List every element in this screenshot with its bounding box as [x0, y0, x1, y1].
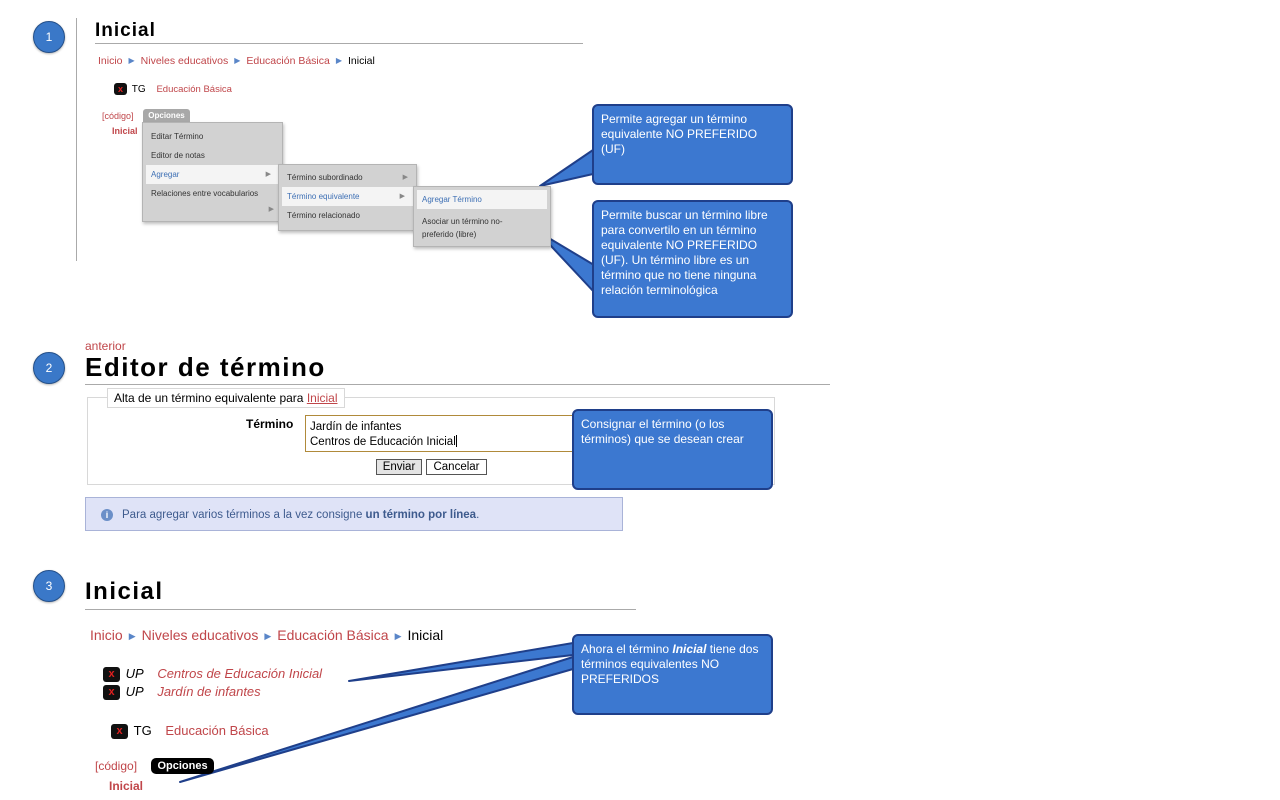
up-row-1: x UP Centros de Educación Inicial — [103, 666, 323, 683]
fieldset-legend: Alta de un término equivalente para Inic… — [107, 388, 345, 408]
step-badge-2: 2 — [33, 352, 65, 384]
tg-label: TG — [133, 723, 152, 738]
termino-field-label: Término — [246, 417, 294, 431]
breadcrumb-inicio[interactable]: Inicio — [90, 627, 123, 643]
breadcrumb-separator: ▶ — [234, 56, 241, 65]
panel1-left-rule — [76, 18, 77, 261]
codigo-link[interactable]: [código] — [102, 111, 134, 121]
panel2-page-title: Editor de término — [85, 352, 326, 382]
chevron-right-icon: ▶ — [402, 174, 408, 181]
chevron-right-icon: ▶ — [265, 171, 271, 178]
info-message: Para agregar varios términos a la vez co… — [122, 509, 480, 521]
panel3-breadcrumb: Inicio ▶ Niveles educativos ▶ Educación Bási… — [90, 627, 443, 643]
agregar-submenu: Término subordinado▶ Término equivalente… — [278, 164, 417, 231]
panel2-title-rule — [85, 384, 830, 385]
breadcrumb-current: Inicial — [407, 627, 444, 643]
menu-item-relaciones-vocabularios[interactable]: Relaciones entre vocabularios — [151, 189, 259, 198]
up-label: UP — [125, 666, 144, 681]
delete-relation-icon[interactable]: x — [103, 667, 120, 683]
up-row-2: x UP Jardín de infantes — [103, 684, 261, 701]
tg-link[interactable]: Educación Básica — [156, 83, 232, 95]
callout-resultado: Ahora el término Inicial tiene dos térmi… — [572, 634, 773, 715]
breadcrumb-educacion-basica[interactable]: Educación Básica — [246, 55, 330, 67]
step-badge-1: 1 — [33, 21, 65, 53]
menu-item-editor-notas[interactable]: Editor de notas — [151, 151, 205, 160]
delete-relation-icon[interactable]: x — [114, 83, 127, 95]
menu-item-termino-relacionado[interactable]: Término relacionado — [287, 211, 360, 220]
breadcrumb-niveles[interactable]: Niveles educativos — [141, 627, 259, 643]
term-label: Inicial — [112, 126, 138, 136]
opciones-button[interactable]: Opciones — [143, 109, 190, 122]
tg-link[interactable]: Educación Básica — [165, 723, 269, 738]
up-term-link-2[interactable]: Jardín de infantes — [157, 684, 261, 699]
delete-relation-icon[interactable]: x — [103, 685, 120, 701]
tg-label: TG — [131, 83, 146, 95]
opciones-button[interactable]: Opciones — [151, 758, 214, 774]
equivalent-form-fieldset — [87, 397, 775, 485]
codigo-link[interactable]: [código] — [95, 759, 138, 773]
breadcrumb-separator: ▶ — [335, 56, 342, 65]
panel1-breadcrumb: Inicio ▶ Niveles educativos ▶ Educación Bási… — [98, 55, 375, 67]
step-badge-3: 3 — [33, 570, 65, 602]
delete-relation-icon[interactable]: x — [111, 724, 128, 740]
callout-agregar-termino: Permite agregar un término equivalente N… — [592, 104, 793, 185]
submit-button[interactable]: Enviar — [376, 459, 422, 475]
menu-item-termino-equivalente[interactable]: Término equivalente▶ — [282, 187, 413, 206]
breadcrumb-inicio[interactable]: Inicio — [98, 55, 123, 67]
panel1-page-title: Inicial — [95, 20, 156, 41]
menu-item-agregar[interactable]: Agregar▶ — [146, 165, 279, 184]
back-link[interactable]: anterior — [85, 339, 126, 353]
legend-term-link[interactable]: Inicial — [306, 391, 338, 405]
breadcrumb-separator: ▶ — [128, 56, 135, 65]
menu-item-more[interactable]: ▶ — [143, 203, 282, 217]
breadcrumb-current: Inicial — [348, 55, 375, 67]
panel3-tg-row: x TG Educación Básica — [111, 723, 269, 740]
panel1-title-rule — [95, 43, 583, 44]
menu-item-asociar-termino[interactable]: Asociar un término no- — [422, 217, 503, 226]
termino-textarea[interactable]: Jardín de infantes Centros de Educación … — [305, 415, 574, 452]
menu-item-termino-subordinado[interactable]: Término subordinado▶ — [279, 168, 416, 187]
callout-asociar-termino: Permite buscar un término libre para con… — [592, 200, 793, 318]
chevron-right-icon: ▶ — [399, 193, 405, 200]
textarea-second-line: Centros de Educación Inicial — [310, 435, 457, 448]
up-term-link-1[interactable]: Centros de Educación Inicial — [157, 666, 323, 681]
menu-item-asociar-termino-cont[interactable]: preferido (libre) — [422, 230, 477, 239]
up-label: UP — [125, 684, 144, 699]
breadcrumb-niveles[interactable]: Niveles educativos — [140, 55, 229, 67]
equivalente-submenu: Agregar Término Asociar un término no- p… — [413, 186, 551, 247]
info-message-box: i Para agregar varios términos a la vez … — [85, 497, 623, 531]
panel3-title-rule — [85, 609, 636, 610]
breadcrumb-separator: ▶ — [264, 631, 272, 641]
term-label: Inicial — [109, 779, 144, 793]
breadcrumb-separator: ▶ — [128, 631, 136, 641]
text-caret — [455, 435, 457, 447]
menu-item-agregar-termino[interactable]: Agregar Término — [417, 190, 547, 209]
panel1-tg-row: x TG Educación Básica — [114, 83, 232, 95]
menu-item-editar-termino[interactable]: Editar Término — [151, 132, 204, 141]
info-icon: i — [101, 509, 113, 521]
breadcrumb-educacion-basica[interactable]: Educación Básica — [277, 627, 389, 643]
callout-consignar-termino: Consignar el término (o los términos) qu… — [572, 409, 773, 490]
panel3-page-title: Inicial — [85, 578, 164, 605]
chevron-right-icon: ▶ — [268, 206, 274, 213]
cancel-button[interactable]: Cancelar — [426, 459, 487, 475]
breadcrumb-separator: ▶ — [394, 631, 402, 641]
options-menu: Editar Término Editor de notas Agregar▶ … — [142, 122, 283, 222]
